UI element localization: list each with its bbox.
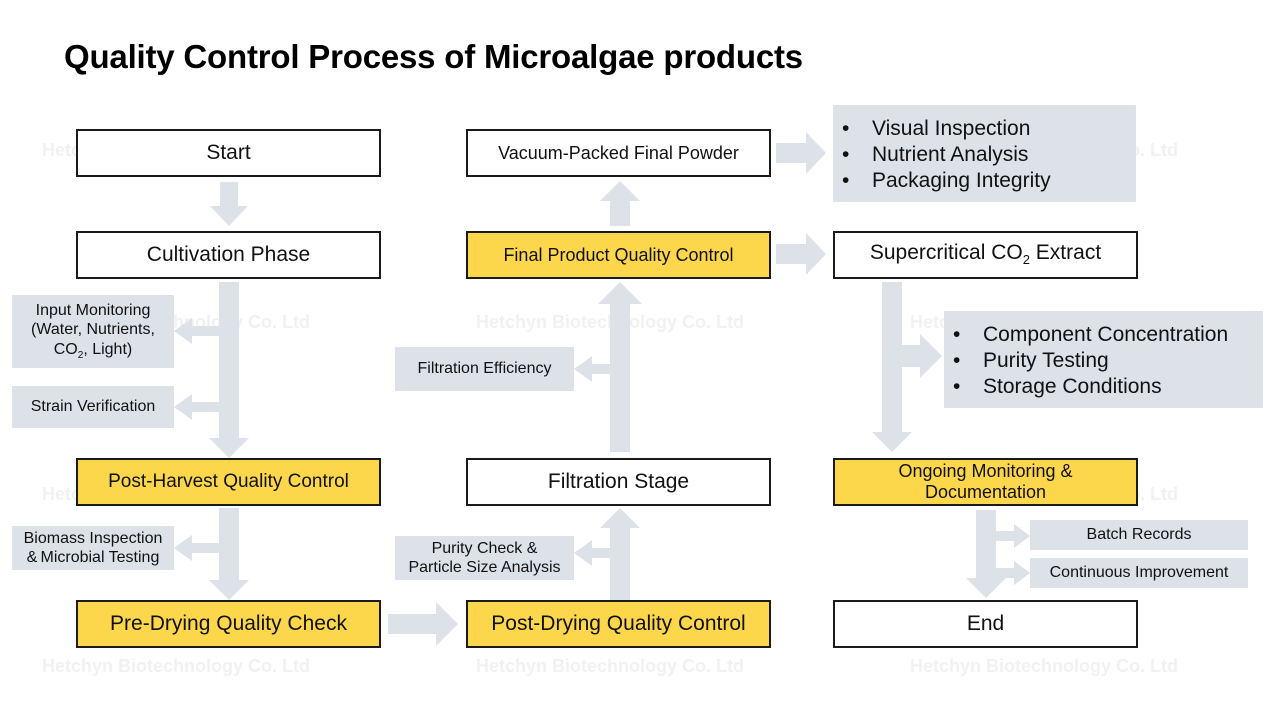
input-line-3: CO2, Light)	[53, 340, 133, 361]
arrow-to-purity	[574, 540, 610, 566]
supercritical-label: Supercritical CO2 Extract	[869, 241, 1102, 268]
input-monitoring-note: Input Monitoring (Water, Nutrients, CO2,…	[12, 295, 174, 368]
biomass-inspection-note: Biomass Inspection & Microbial Testing	[12, 526, 174, 570]
filtration-efficiency-note: Filtration Efficiency	[395, 347, 574, 391]
final-check-item: Nutrient Analysis	[842, 142, 1136, 168]
arrow-postharvest-to-predrying	[209, 508, 249, 600]
cultivation-phase-node: Cultivation Phase	[76, 231, 381, 279]
vacuum-packed-node: Vacuum-Packed Final Powder	[466, 129, 771, 177]
continuous-improvement-note: Continuous Improvement	[1030, 558, 1248, 588]
watermark: Hetchyn Biotechnology Co. Ltd	[42, 656, 310, 676]
arrow-to-input-monitoring	[174, 318, 219, 344]
arrow-to-batch	[996, 524, 1030, 548]
end-node: End	[833, 600, 1138, 648]
final-checks-list: Visual Inspection Nutrient Analysis Pack…	[833, 105, 1136, 202]
post-drying-label: Post-Drying Quality Control	[491, 611, 746, 635]
arrow-postdrying-to-filtration	[600, 508, 640, 600]
arrow-vacuum-to-checks	[776, 132, 826, 174]
end-label: End	[966, 611, 1005, 635]
arrow-to-continuous	[996, 561, 1030, 585]
final-check-item: Visual Inspection	[842, 116, 1136, 142]
arrow-ongoing-to-end	[966, 510, 1006, 598]
arrow-filtration-to-finalqc	[598, 282, 642, 452]
arrow-cultivation-to-postharvest	[209, 282, 249, 458]
pre-drying-label: Pre-Drying Quality Check	[110, 611, 347, 635]
strain-verification-note: Strain Verification	[12, 386, 174, 428]
vacuum-packed-label: Vacuum-Packed Final Powder	[498, 142, 739, 163]
post-drying-qc-node: Post-Drying Quality Control	[466, 600, 771, 648]
post-harvest-qc-node: Post-Harvest Quality Control	[76, 458, 381, 506]
supercritical-extract-node: Supercritical CO2 Extract	[833, 231, 1138, 279]
arrow-supercritical-to-ongoing	[872, 282, 912, 452]
arrow-to-filtration-efficiency	[574, 356, 610, 382]
watermark: Hetchyn Biotechnology Co. Ltd	[476, 656, 744, 676]
cultivation-label: Cultivation Phase	[146, 242, 311, 266]
batch-records-note: Batch Records	[1030, 520, 1248, 550]
filtration-stage-node: Filtration Stage	[466, 458, 771, 506]
watermark: Hetchyn Biotechnology Co. Ltd	[910, 656, 1178, 676]
arrow-finalqc-to-supercritical	[776, 233, 826, 275]
arrow-finalqc-to-vacuum	[600, 181, 640, 226]
arrow-to-extract-checks	[902, 334, 942, 378]
arrow-start-to-cultivation	[210, 182, 248, 226]
start-label: Start	[206, 140, 251, 164]
final-product-qc-node: Final Product Quality Control	[466, 231, 771, 279]
input-line-1: Input Monitoring	[35, 302, 151, 320]
extract-checks-list: Component Concentration Purity Testing S…	[944, 311, 1263, 408]
page-title: Quality Control Process of Microalgae pr…	[64, 38, 803, 75]
ongoing-monitoring-node: Ongoing Monitoring & Documentation	[833, 458, 1138, 506]
extract-check-item: Storage Conditions	[953, 374, 1263, 400]
extract-check-item: Purity Testing	[953, 348, 1263, 374]
final-check-item: Packaging Integrity	[842, 168, 1136, 194]
arrow-to-biomass	[174, 535, 219, 561]
arrow-predrying-to-postdrying	[388, 602, 458, 646]
purity-check-note: Purity Check & Particle Size Analysis	[395, 536, 574, 580]
input-line-2: (Water, Nutrients,	[31, 321, 155, 339]
filtration-stage-label: Filtration Stage	[547, 469, 690, 493]
pre-drying-check-node: Pre-Drying Quality Check	[76, 600, 381, 648]
start-node: Start	[76, 129, 381, 177]
final-product-qc-label: Final Product Quality Control	[503, 244, 734, 265]
arrow-to-strain	[174, 394, 219, 420]
post-harvest-label: Post-Harvest Quality Control	[108, 471, 349, 493]
extract-check-item: Component Concentration	[953, 322, 1263, 348]
